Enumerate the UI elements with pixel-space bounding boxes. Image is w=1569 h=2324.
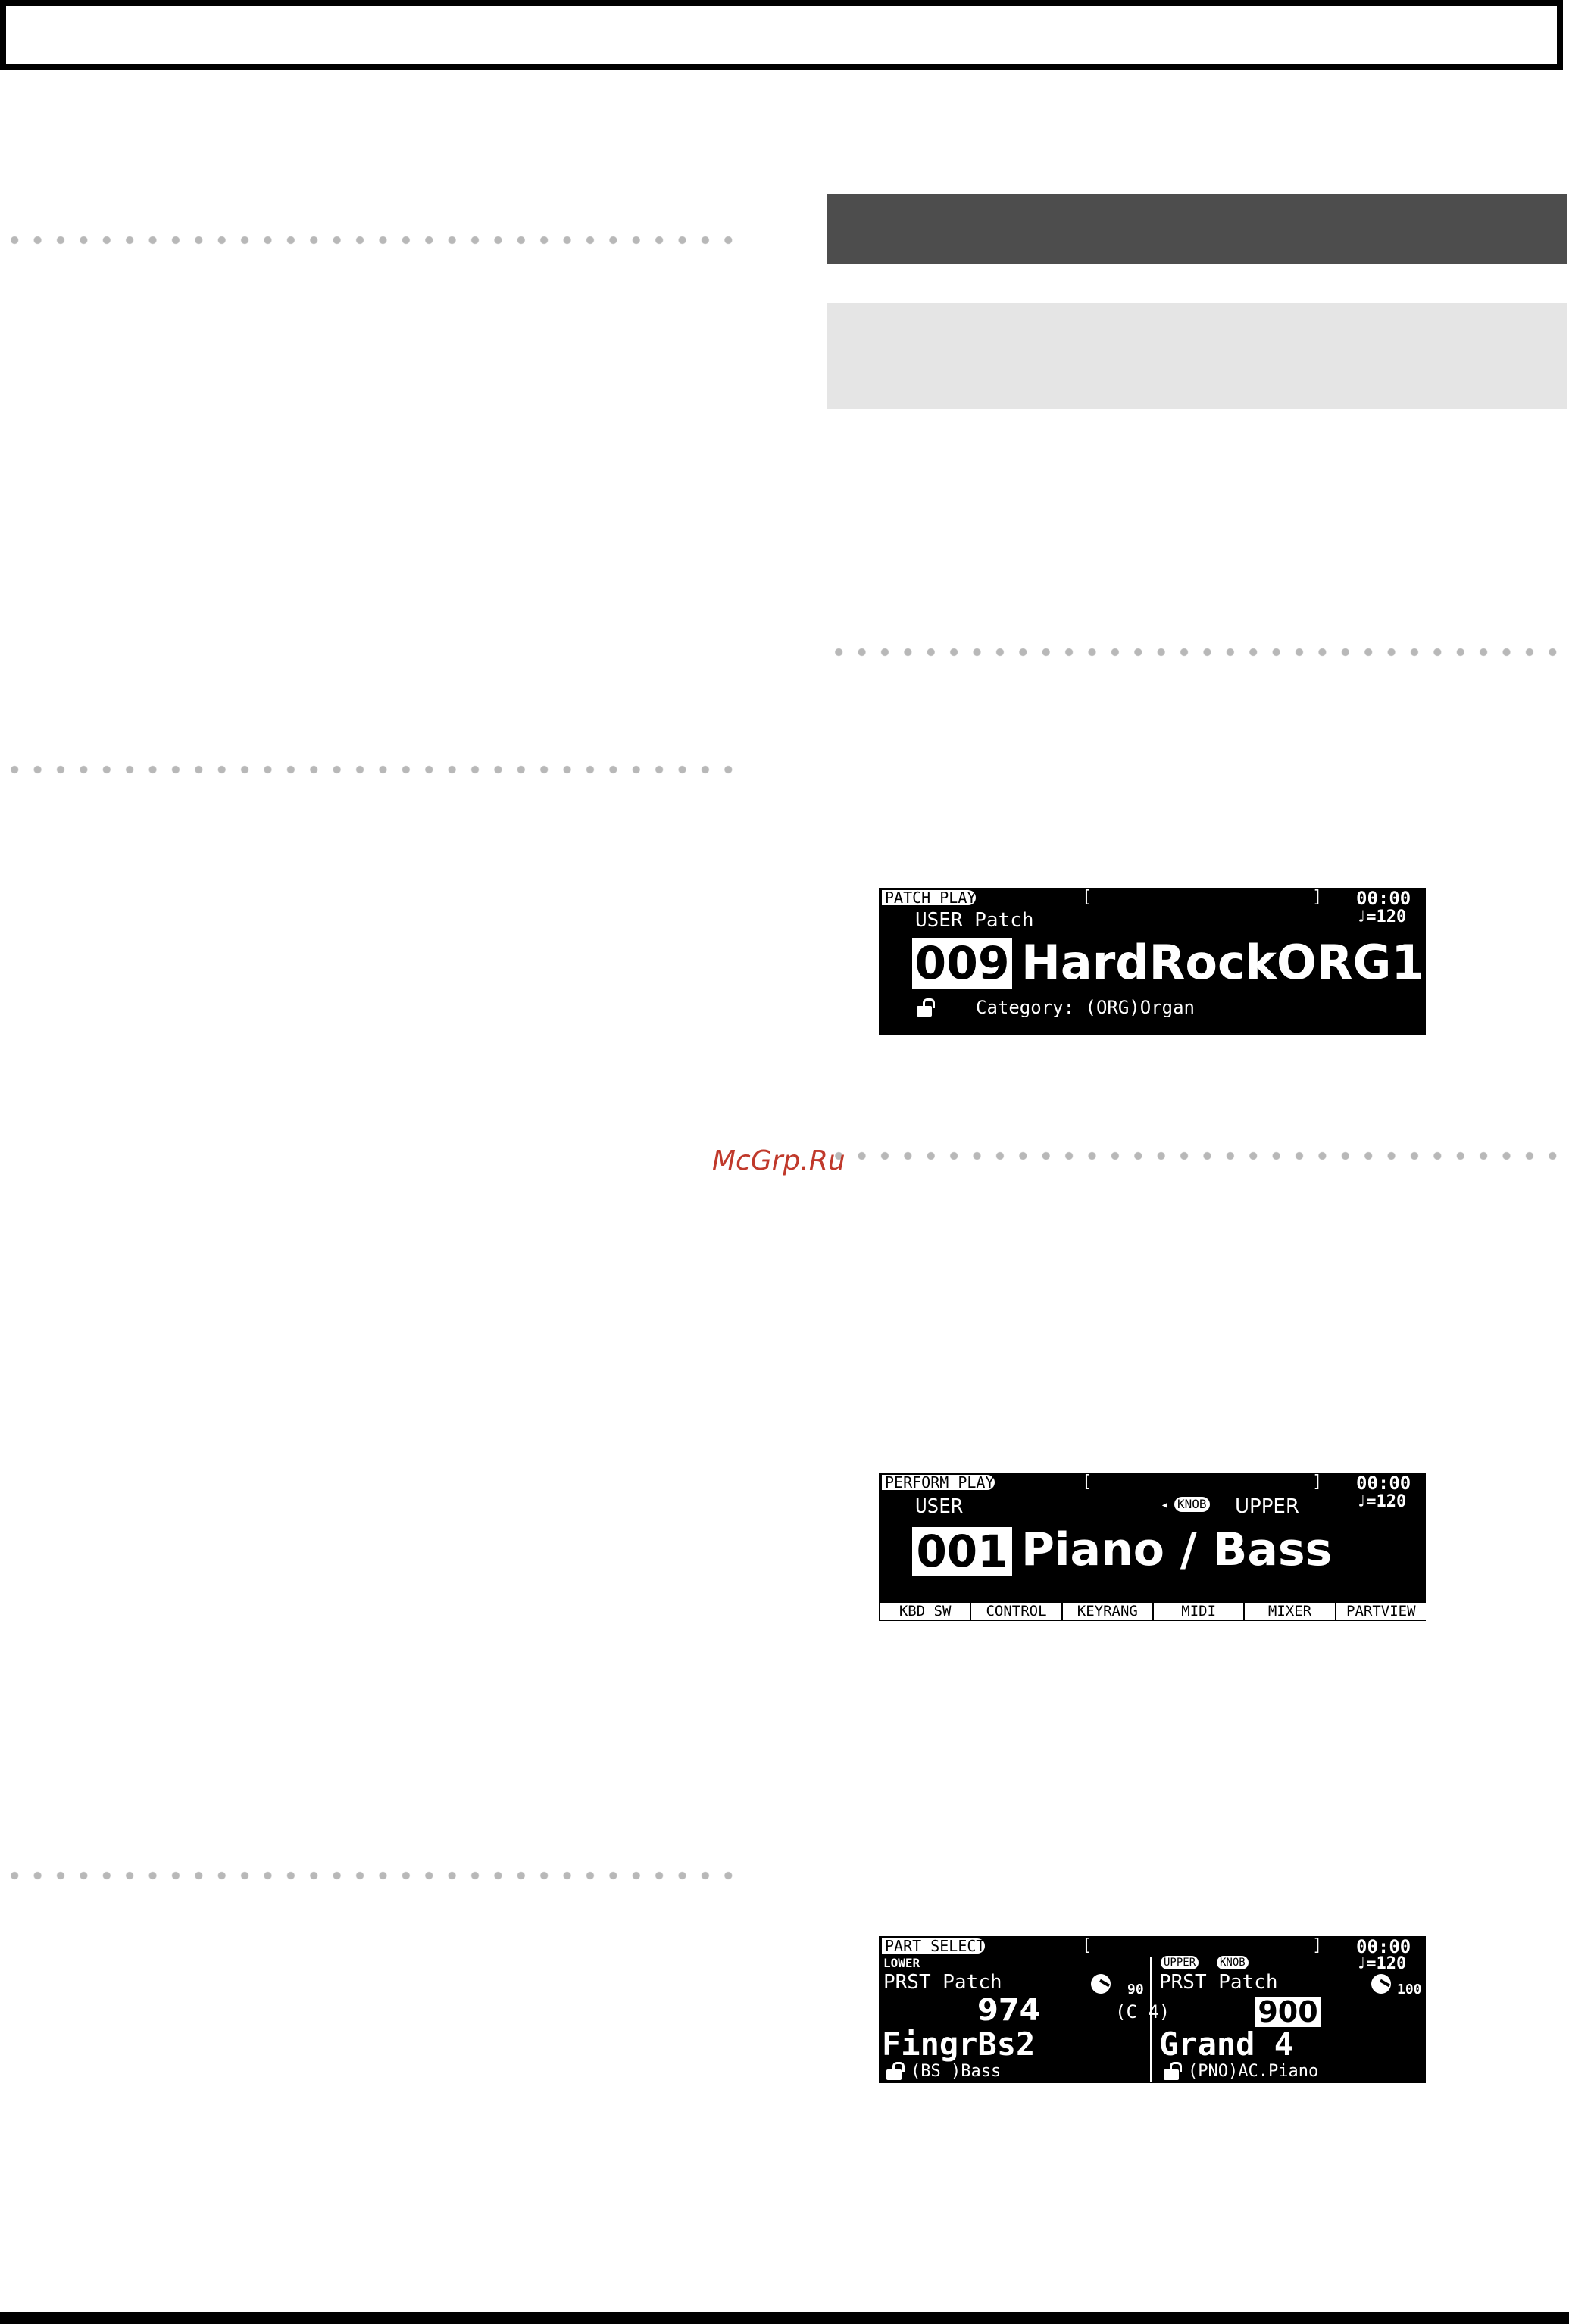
upper-patch-number: 900 (1255, 1997, 1321, 2027)
subsection-heading-bar (827, 303, 1567, 409)
dotted-divider (3, 1871, 742, 1880)
upper-level-knob-icon (1371, 1974, 1391, 1994)
lower-knob-value: 90 (1127, 1982, 1144, 1998)
lower-lock-icon (886, 2062, 905, 2080)
part-divider (1150, 1957, 1152, 2082)
lock-icon (917, 998, 935, 1017)
bracket-open: [ (1082, 1936, 1092, 1955)
bracket-close: ] (1312, 1936, 1323, 1955)
clock: 00:00 (1356, 1936, 1411, 1957)
mode-label: PERFORM PLAY (882, 1475, 995, 1490)
tempo: ♩=120 (1356, 907, 1407, 926)
upper-label: UPPER (1161, 1956, 1199, 1969)
tab-keyrang[interactable]: KEYRANG (1061, 1603, 1154, 1621)
category-label: Category: (ORG)Organ (976, 997, 1195, 1018)
dotted-divider (3, 765, 742, 774)
lcd-part-select: PART SELECT [ ] 00:00 ♩=120 LOWER PRST P… (879, 1936, 1426, 2083)
upper-lock-icon (1164, 2062, 1182, 2080)
knob-tag: KNOB (1174, 1497, 1210, 1512)
dotted-divider (827, 1151, 1567, 1160)
clock: 00:00 (1356, 888, 1411, 909)
tempo: ♩=120 (1356, 1492, 1407, 1511)
bracket-close: ] (1312, 1473, 1323, 1492)
performance-name: Piano / Bass (1021, 1523, 1333, 1576)
header-box (0, 0, 1563, 70)
bracket-close: ] (1312, 888, 1323, 907)
lower-patch-number: 974 (977, 1993, 1041, 2028)
dotted-divider (827, 648, 1567, 657)
watermark-text: McGrp.Ru (712, 1145, 845, 1176)
bracket-open: [ (1082, 888, 1092, 907)
tab-control[interactable]: CONTROL (970, 1603, 1063, 1621)
tab-partview[interactable]: PARTVIEW (1334, 1603, 1426, 1621)
mode-label: PART SELECT (882, 1938, 986, 1954)
section-heading-bar (827, 194, 1567, 264)
lower-level-knob-icon (1091, 1974, 1111, 1994)
part-label: UPPER (1235, 1495, 1299, 1518)
footer-rule (0, 2312, 1569, 2324)
lower-patch-name: FingrBs2 (882, 2026, 1036, 2063)
left-arrow-icon: ◂ (1161, 1497, 1169, 1513)
split-point: (C 4) (1115, 2001, 1170, 2023)
lcd-perform-play: PERFORM PLAY [ ] 00:00 ♩=120 USER ◂ KNOB… (879, 1473, 1426, 1621)
dotted-divider (3, 236, 742, 245)
lcd-patch-play: PATCH PLAY [ ] 00:00 ♩=120 USER Patch 00… (879, 888, 1426, 1035)
patch-number: 009 (912, 938, 1012, 989)
tab-midi[interactable]: MIDI (1152, 1603, 1246, 1621)
mode-label: PATCH PLAY (882, 890, 977, 905)
upper-bank: PRST Patch (1159, 1971, 1278, 1994)
tab-kbd-sw[interactable]: KBD SW (879, 1603, 972, 1621)
lower-category: (BS )Bass (911, 2062, 1002, 2081)
lower-bank: PRST Patch (883, 1971, 1002, 1994)
upper-category: (PNO)AC.Piano (1188, 2062, 1319, 2081)
bracket-open: [ (1082, 1473, 1092, 1492)
patch-name: HardRockORG1 (1021, 935, 1424, 990)
bank-label: USER Patch (915, 909, 1034, 932)
performance-number: 001 (912, 1527, 1012, 1576)
upper-patch-name: Grand 4 (1159, 2026, 1294, 2063)
upper-knob-tag: KNOB (1217, 1956, 1249, 1969)
tab-mixer[interactable]: MIXER (1243, 1603, 1336, 1621)
tempo: ♩=120 (1356, 1954, 1407, 1973)
upper-knob-value: 100 (1397, 1982, 1422, 1998)
clock: 00:00 (1356, 1473, 1411, 1494)
bank-label: USER (915, 1495, 963, 1518)
function-tabs: KBD SW CONTROL KEYRANG MIDI MIXER PARTVI… (879, 1603, 1426, 1621)
lower-label: LOWER (883, 1956, 920, 1970)
